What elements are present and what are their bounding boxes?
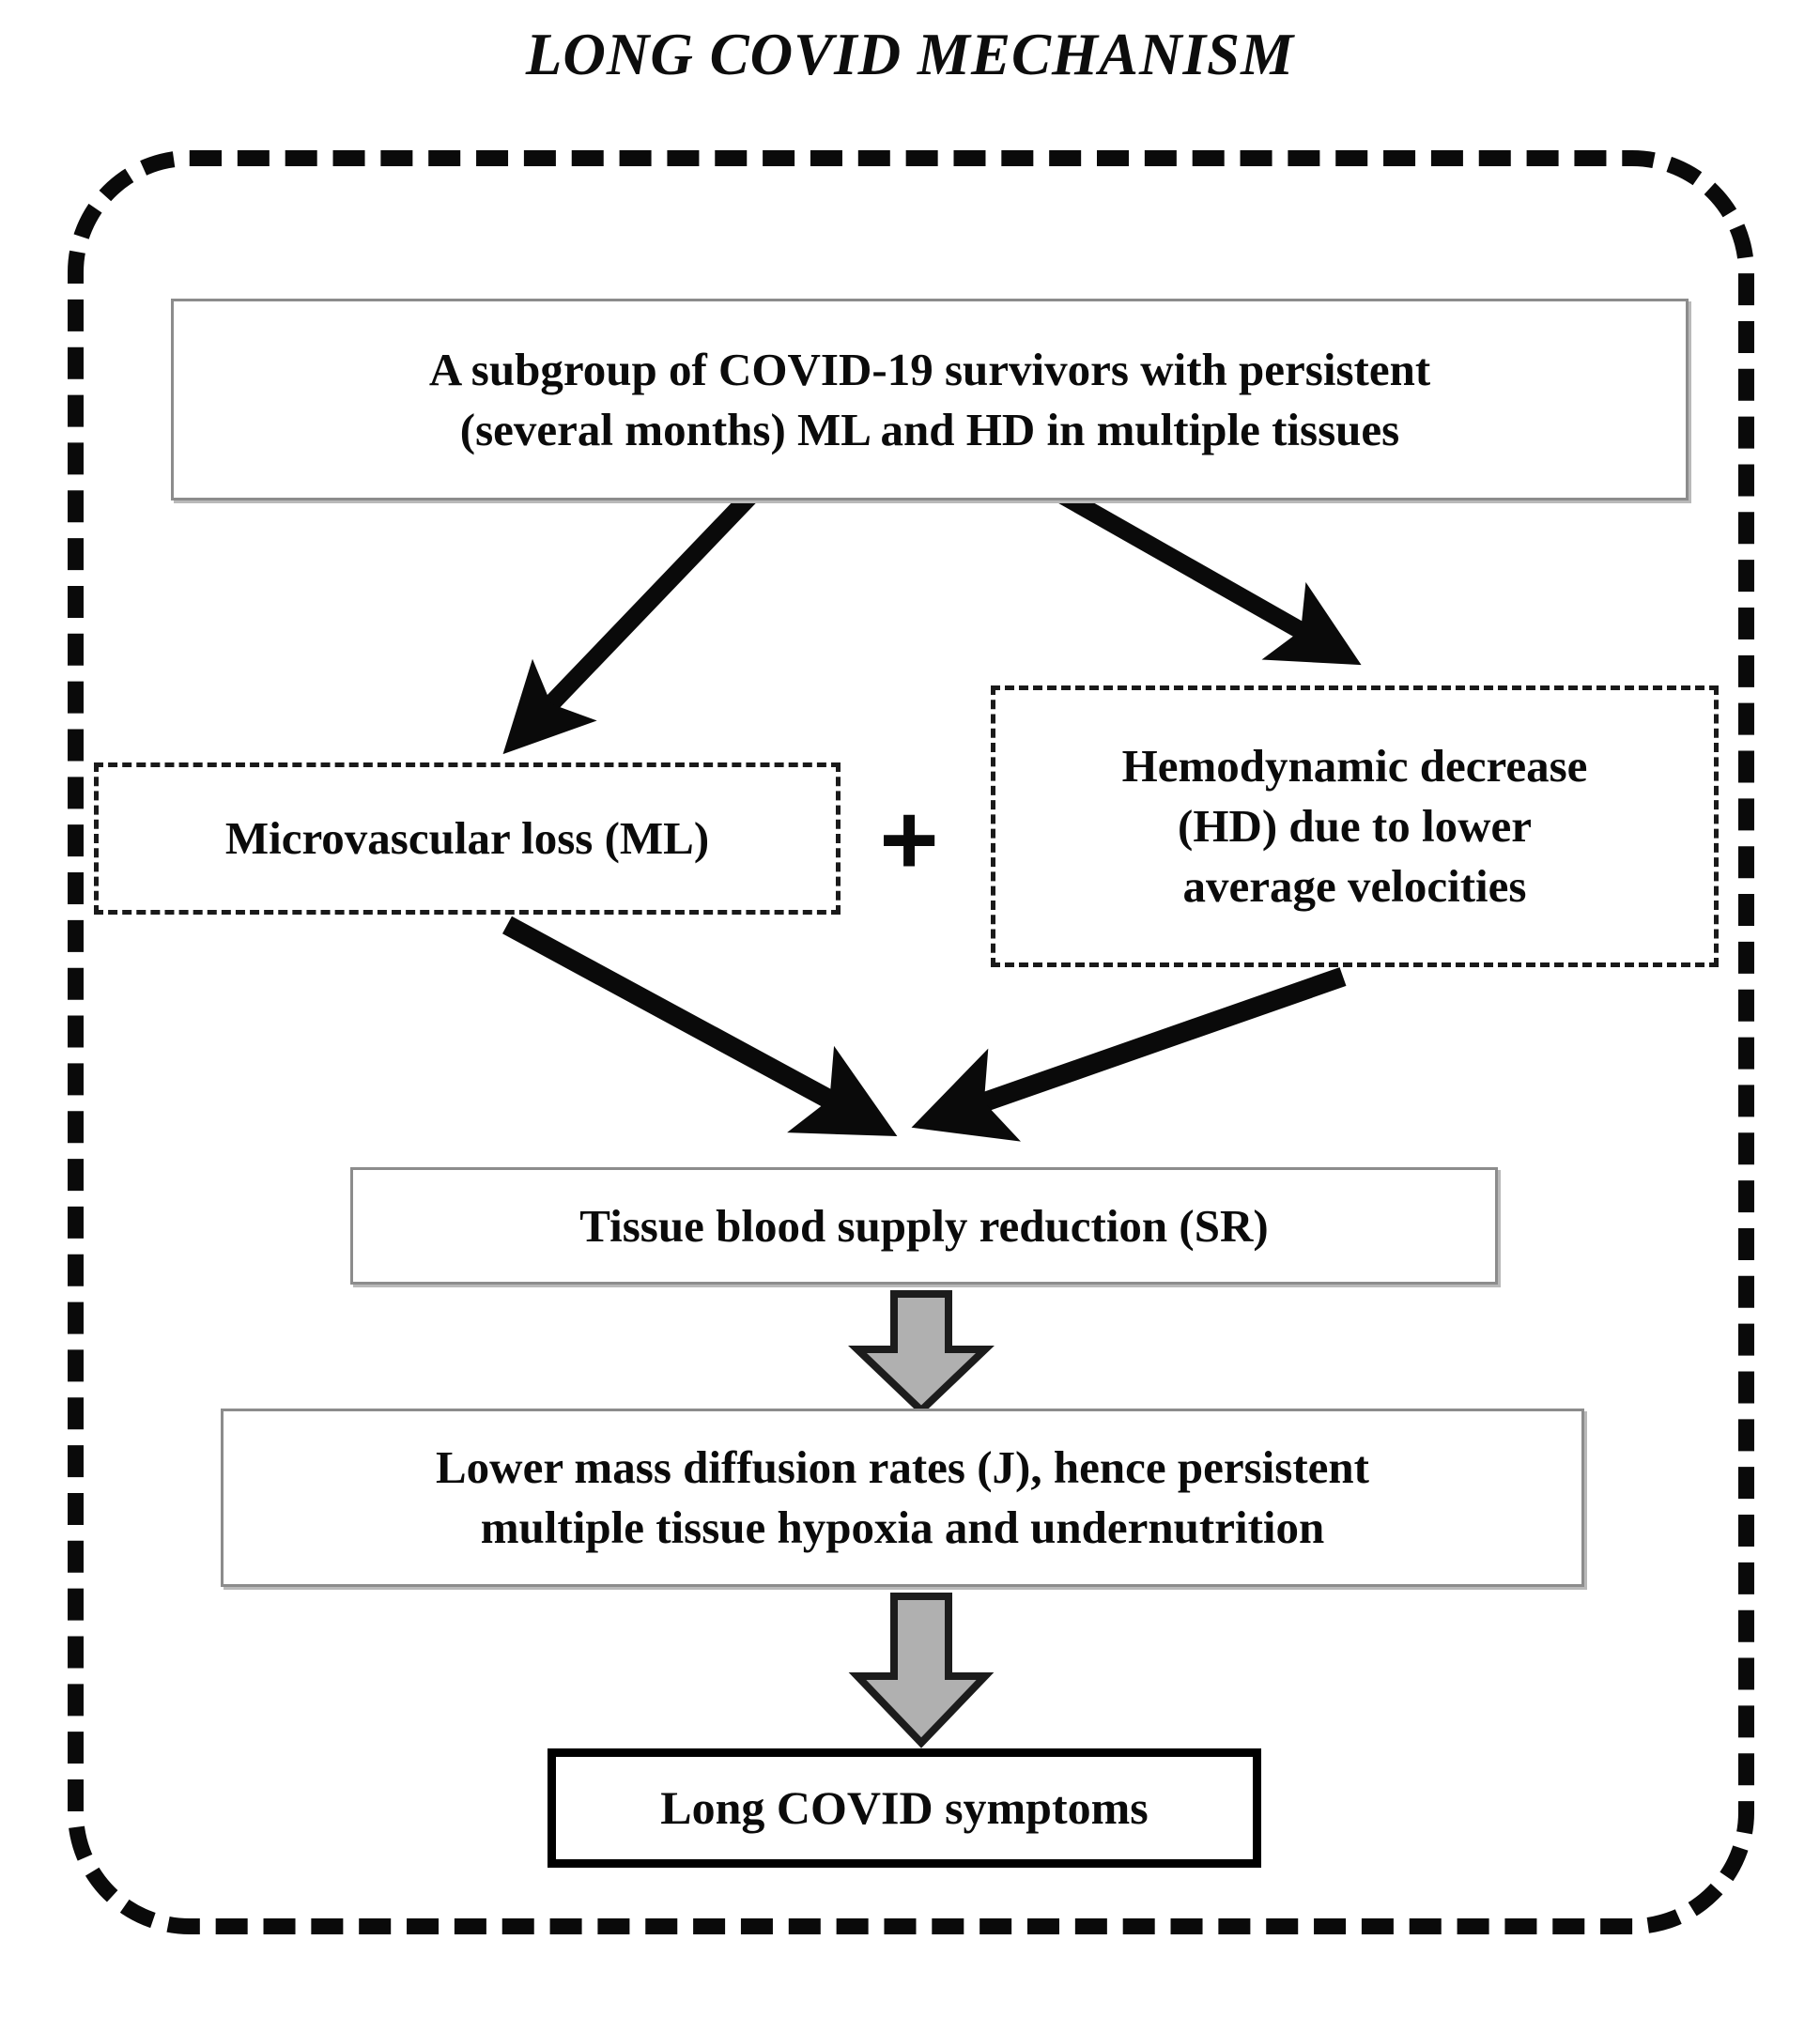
node-supply-reduction-label: Tissue blood supply reduction (SR)	[579, 1199, 1269, 1252]
node-lower-mass-diffusion: Lower mass diffusion rates (J), hence pe…	[221, 1409, 1584, 1587]
page-title: LONG COVID MECHANISM	[525, 22, 1295, 87]
dashed-outer-container	[68, 150, 1754, 1934]
node-symptoms-label: Long COVID symptoms	[660, 1781, 1149, 1834]
node-hemodynamic-decrease-label: Hemodynamic decrease (HD) due to lower a…	[1121, 740, 1588, 912]
node-microvascular-loss-label: Microvascular loss (ML)	[224, 812, 710, 865]
node-diffusion-label: Lower mass diffusion rates (J), hence pe…	[436, 1441, 1369, 1553]
node-microvascular-loss: Microvascular loss (ML)	[94, 762, 841, 915]
plus-operator-icon: +	[879, 782, 939, 896]
node-long-covid-symptoms: Long COVID symptoms	[548, 1748, 1261, 1868]
node-subgroup-covid-survivors: A subgroup of COVID-19 survivors with pe…	[171, 299, 1689, 500]
node-subgroup-label: A subgroup of COVID-19 survivors with pe…	[428, 343, 1431, 455]
node-hemodynamic-decrease: Hemodynamic decrease (HD) due to lower a…	[991, 685, 1719, 967]
node-tissue-blood-supply-reduction: Tissue blood supply reduction (SR)	[350, 1167, 1498, 1285]
